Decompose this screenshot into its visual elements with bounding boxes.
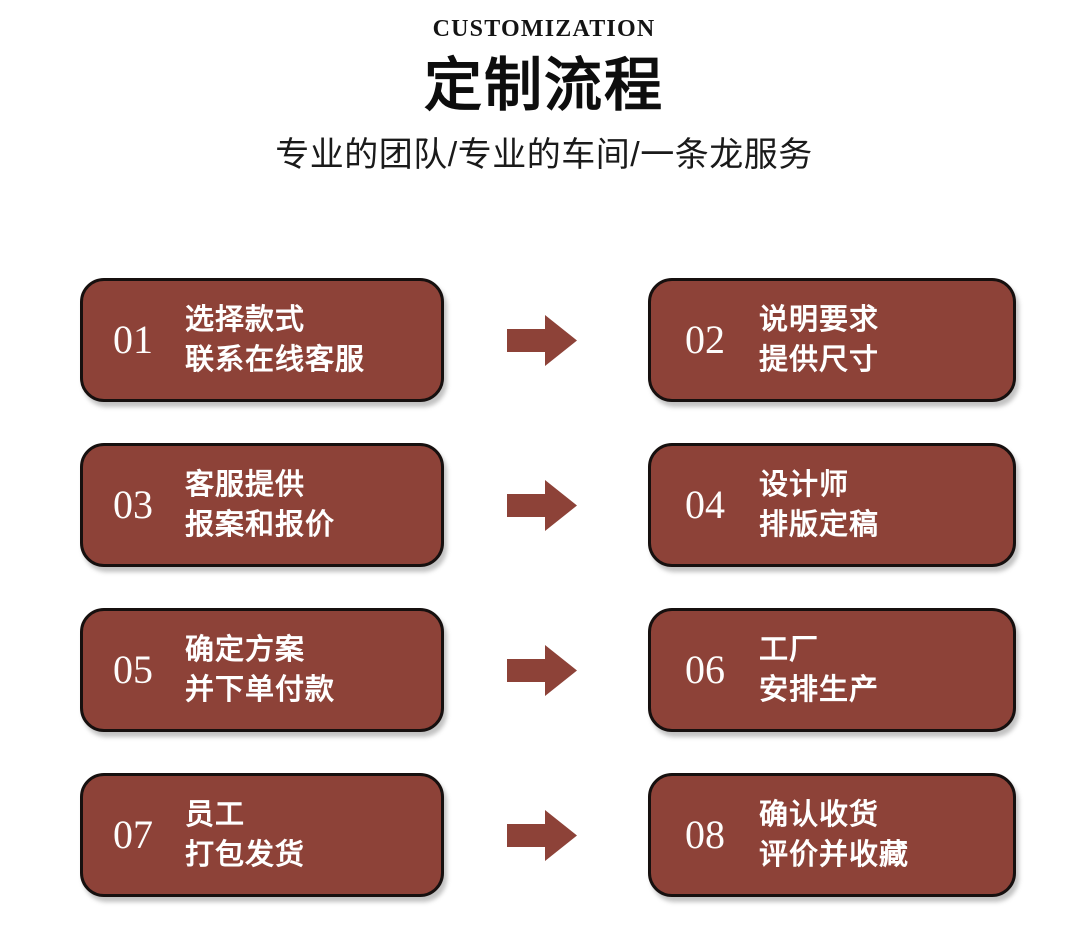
step-line-2: 评价并收藏 <box>759 839 910 871</box>
step-line-1: 工厂 <box>759 633 820 666</box>
arrow-right-icon <box>507 810 577 861</box>
step-line-2: 报案和报价 <box>185 509 336 541</box>
step-number: 01 <box>113 317 153 362</box>
step-line-1: 确定方案 <box>185 633 306 666</box>
step-number: 05 <box>113 647 153 692</box>
subtitle: 专业的团队/专业的车间/一条龙服务 <box>275 136 813 175</box>
step-line-1: 员工 <box>185 798 246 831</box>
step-line-2: 打包发货 <box>185 839 306 871</box>
arrow-right-icon <box>507 315 577 366</box>
step-text: 员工 打包发货 <box>179 795 441 875</box>
step-card-01[interactable]: 01 选择款式 联系在线客服 <box>80 278 444 402</box>
flow-row: 05 确定方案 并下单付款 06 工厂 安排生产 <box>0 608 1088 732</box>
flow-row: 07 员工 打包发货 08 确认收货 评价并收藏 <box>0 773 1088 897</box>
step-line-1: 设计师 <box>759 468 850 501</box>
step-card-04[interactable]: 04 设计师 排版定稿 <box>648 443 1016 567</box>
step-card-08[interactable]: 08 确认收货 评价并收藏 <box>648 773 1016 897</box>
page-title: 定制流程 <box>423 53 664 119</box>
flow-row: 03 客服提供 报案和报价 04 设计师 排版定稿 <box>0 443 1088 567</box>
step-line-2: 联系在线客服 <box>185 344 366 376</box>
step-line-1: 选择款式 <box>185 303 306 336</box>
step-text: 选择款式 联系在线客服 <box>179 300 441 380</box>
step-card-03[interactable]: 03 客服提供 报案和报价 <box>80 443 444 567</box>
step-number: 02 <box>685 317 725 362</box>
step-text: 说明要求 提供尺寸 <box>753 300 1013 380</box>
step-text: 设计师 排版定稿 <box>753 465 1013 545</box>
step-line-1: 说明要求 <box>759 303 880 336</box>
step-card-06[interactable]: 06 工厂 安排生产 <box>648 608 1016 732</box>
step-number: 07 <box>113 812 153 857</box>
step-card-05[interactable]: 05 确定方案 并下单付款 <box>80 608 444 732</box>
eyebrow-text: CUSTOMIZATION <box>432 16 656 42</box>
step-line-2: 排版定稿 <box>759 509 880 541</box>
step-number: 06 <box>685 647 725 692</box>
step-text: 确定方案 并下单付款 <box>179 630 441 710</box>
step-line-1: 客服提供 <box>185 468 306 501</box>
step-card-07[interactable]: 07 员工 打包发货 <box>80 773 444 897</box>
arrow-right-icon <box>507 645 577 696</box>
step-line-1: 确认收货 <box>759 798 880 831</box>
step-text: 客服提供 报案和报价 <box>179 465 441 545</box>
step-line-2: 并下单付款 <box>185 674 336 706</box>
step-text: 确认收货 评价并收藏 <box>753 795 1013 875</box>
step-number: 08 <box>685 812 725 857</box>
step-line-2: 安排生产 <box>759 674 880 706</box>
step-card-02[interactable]: 02 说明要求 提供尺寸 <box>648 278 1016 402</box>
flow-row: 01 选择款式 联系在线客服 02 说明要求 提供尺寸 <box>0 278 1088 402</box>
step-line-2: 提供尺寸 <box>759 344 880 376</box>
header: CUSTOMIZATION 定制流程 专业的团队/专业的车间/一条龙服务 <box>0 0 1088 175</box>
step-number: 04 <box>685 482 725 527</box>
step-text: 工厂 安排生产 <box>753 630 1013 710</box>
step-number: 03 <box>113 482 153 527</box>
arrow-right-icon <box>507 480 577 531</box>
flow-steps: 01 选择款式 联系在线客服 02 说明要求 提供尺寸 <box>0 278 1088 897</box>
